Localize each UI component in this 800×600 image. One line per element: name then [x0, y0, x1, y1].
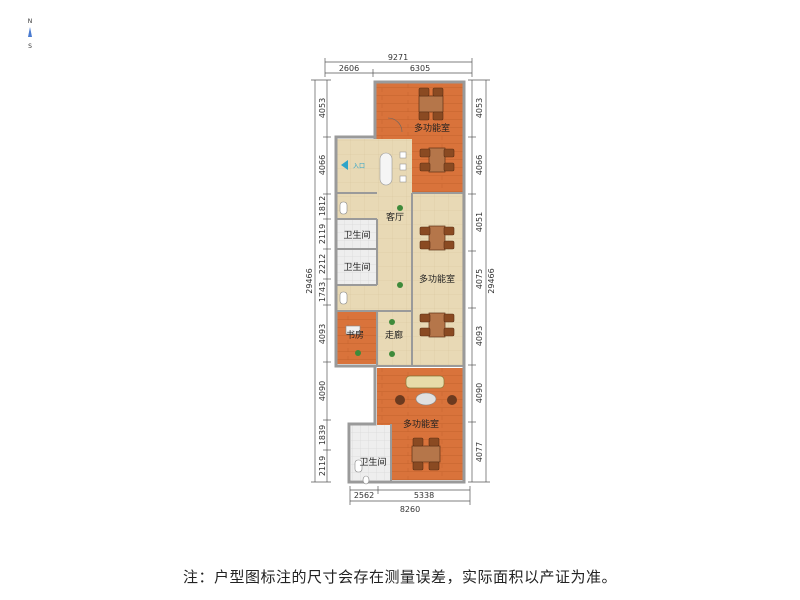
plant-icon [397, 205, 403, 211]
room-label-entrance: 入口 [353, 163, 365, 170]
dim-right-seg: 4093 [475, 326, 484, 346]
dim-right-seg: 4075 [475, 269, 484, 289]
room-label-bath3: 卫生间 [359, 456, 386, 468]
compass-icon: N S [28, 18, 33, 50]
dim-top-total: 9271 [388, 53, 408, 62]
dimension-ticks-left [323, 136, 331, 451]
room-label-bath2: 卫生间 [343, 261, 370, 273]
dining-set-icon [419, 147, 455, 173]
dim-top-right: 6305 [410, 64, 430, 73]
room-label-living: 客厅 [386, 211, 404, 223]
dim-right-seg: 4090 [475, 383, 484, 403]
dim-left-seg: 4053 [318, 98, 327, 118]
room-label-corridor: 走廊 [385, 329, 403, 341]
door-swing-icon [387, 117, 403, 133]
dim-left-seg: 2119 [318, 456, 327, 476]
dim-left-seg: 1743 [318, 282, 327, 302]
dim-right-total: 29466 [487, 268, 496, 293]
dim-bottom-total: 8260 [400, 505, 420, 514]
disclaimer-note: 注：户型图标注的尺寸会存在测量误差，实际面积以产证为准。 [182, 568, 617, 586]
toilet-icon [339, 201, 363, 473]
dim-right-seg: 4051 [475, 212, 484, 232]
dim-bottom-left: 2562 [354, 491, 374, 500]
compass-south-label: S [28, 43, 32, 50]
plant-icon [397, 282, 403, 288]
room-label-bath1: 卫生间 [343, 229, 370, 241]
dining-set-icon [419, 225, 455, 251]
study-desk-icon [345, 325, 361, 335]
plant-icon [355, 350, 361, 356]
room-label-study: 书房 [346, 329, 364, 341]
dim-left-total: 29466 [305, 268, 314, 293]
dim-left-seg: 4090 [318, 381, 327, 401]
dim-left-seg: 1812 [318, 196, 327, 216]
dim-left-seg: 1839 [318, 425, 327, 445]
room-label-multi-mid: 多功能室 [419, 273, 455, 285]
dim-bottom-right: 5338 [414, 491, 434, 500]
dining-set-icon [418, 87, 444, 121]
dining-set-icon [411, 437, 441, 471]
plant-icon [389, 319, 395, 325]
sofa-set-icon [395, 375, 457, 406]
compass-north-label: N [28, 18, 33, 25]
dim-top-left: 2606 [339, 64, 359, 73]
sink-icon [362, 475, 370, 485]
dim-right-seg: 4053 [475, 98, 484, 118]
room-label-multi-top: 多功能室 [414, 122, 450, 134]
room-bath2-floor [337, 249, 377, 285]
dimension-ticks-right [468, 136, 476, 423]
plant-icon [389, 351, 395, 357]
sofa-icon [379, 151, 407, 186]
dim-left-seg: 2212 [318, 254, 327, 274]
dim-right-seg: 4077 [475, 442, 484, 462]
dim-left-seg: 2119 [318, 224, 327, 244]
interior-walls [337, 192, 464, 482]
dimension-lines [311, 58, 490, 505]
dim-left-seg: 4093 [318, 324, 327, 344]
room-label-multi-bottom: 多功能室 [403, 418, 439, 430]
entrance-arrow-icon [341, 160, 348, 170]
walls [334, 80, 466, 484]
dim-right-seg: 4066 [475, 155, 484, 175]
room-bath1-floor [337, 219, 377, 249]
dining-set-icon [419, 312, 455, 338]
dim-left-seg: 4066 [318, 155, 327, 175]
